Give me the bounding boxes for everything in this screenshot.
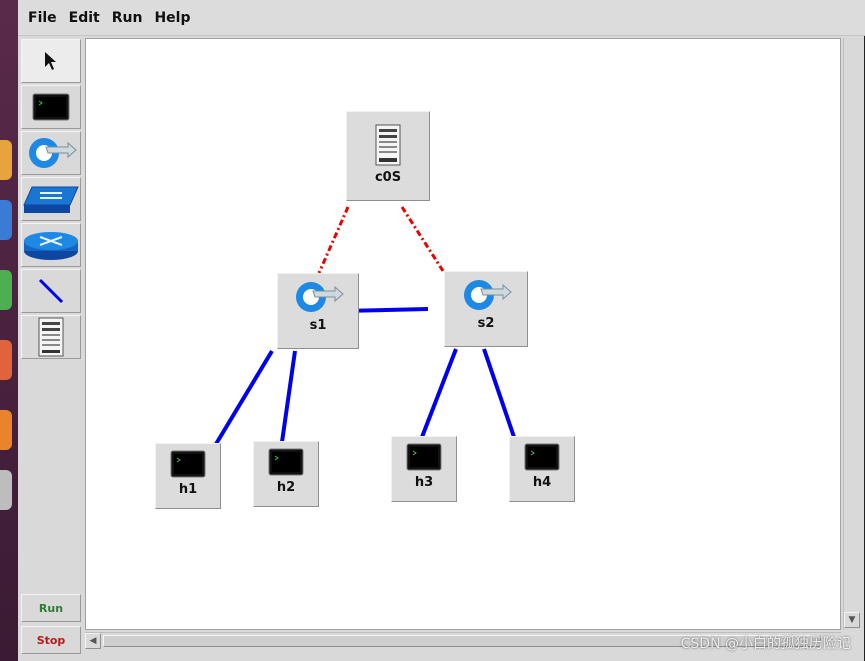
node-label: h4 bbox=[532, 475, 552, 490]
host-node[interactable]: h3 bbox=[391, 436, 457, 502]
tool-palette: Run Stop bbox=[18, 37, 84, 661]
dock-app-icon[interactable] bbox=[0, 470, 12, 510]
terminal-icon bbox=[32, 93, 70, 121]
controller-node[interactable]: c0S bbox=[346, 111, 430, 201]
scroll-down-button[interactable]: ▼ bbox=[844, 612, 860, 628]
run-button[interactable]: Run bbox=[21, 594, 81, 622]
controller-link[interactable] bbox=[317, 206, 350, 274]
menu-bar: File Edit Run Help bbox=[18, 0, 865, 36]
horizontal-scroll-thumb[interactable] bbox=[103, 635, 821, 647]
node-label: h1 bbox=[178, 482, 198, 497]
link-icon bbox=[38, 278, 64, 304]
node-label: s1 bbox=[309, 318, 327, 333]
server-icon bbox=[38, 317, 64, 357]
link-tool-button[interactable] bbox=[21, 269, 81, 313]
openflow-switch-icon bbox=[296, 282, 344, 312]
legacy-switch-tool-button[interactable] bbox=[21, 177, 81, 221]
dock-app-icon[interactable] bbox=[0, 270, 12, 310]
openflow-switch-icon bbox=[464, 280, 512, 310]
switch-node[interactable]: s2 bbox=[444, 271, 528, 347]
menu-help[interactable]: Help bbox=[154, 9, 191, 26]
menu-run[interactable]: Run bbox=[111, 9, 143, 26]
data-link[interactable] bbox=[214, 349, 274, 446]
node-label: c0S bbox=[374, 170, 402, 185]
menu-file[interactable]: File bbox=[28, 9, 57, 26]
terminal-icon bbox=[524, 443, 560, 471]
node-label: h2 bbox=[276, 480, 296, 495]
dock-app-icon[interactable] bbox=[0, 340, 12, 380]
data-link[interactable] bbox=[280, 350, 297, 443]
dock-app-icon[interactable] bbox=[0, 410, 12, 450]
switch-node[interactable]: s1 bbox=[277, 273, 359, 349]
scroll-left-button[interactable]: ◀ bbox=[85, 633, 101, 649]
node-label: h3 bbox=[414, 475, 434, 490]
watermark: CSDN @小白的孤独历险记 bbox=[680, 636, 851, 652]
legacy-switch-icon bbox=[23, 186, 79, 213]
terminal-icon bbox=[406, 443, 442, 471]
node-label: s2 bbox=[477, 316, 495, 331]
select-tool-button[interactable] bbox=[21, 39, 81, 83]
dock-app-icon[interactable] bbox=[0, 200, 12, 240]
host-node[interactable]: h2 bbox=[253, 441, 319, 507]
topology-canvas[interactable]: c0S s1 s2 h1 bbox=[85, 38, 841, 630]
router-tool-button[interactable] bbox=[21, 223, 81, 267]
host-node[interactable]: h1 bbox=[155, 443, 221, 509]
switch-tool-button[interactable] bbox=[21, 131, 81, 175]
terminal-icon bbox=[268, 448, 304, 476]
host-tool-button[interactable] bbox=[21, 85, 81, 129]
stop-button[interactable]: Stop bbox=[21, 626, 81, 654]
miniedit-window: File Edit Run Help bbox=[18, 0, 865, 661]
host-node[interactable]: h4 bbox=[509, 436, 575, 502]
terminal-icon bbox=[170, 450, 206, 478]
controller-tool-button[interactable] bbox=[21, 315, 81, 359]
data-link[interactable] bbox=[420, 348, 458, 438]
vertical-scrollbar[interactable]: ▼ bbox=[843, 38, 861, 630]
data-link[interactable] bbox=[482, 348, 516, 438]
server-icon bbox=[375, 124, 401, 166]
pointer-icon bbox=[45, 52, 56, 70]
stop-label: Stop bbox=[36, 633, 66, 647]
desktop-dock bbox=[0, 0, 18, 661]
horizontal-scrollbar[interactable]: ◀ bbox=[85, 632, 841, 650]
menu-edit[interactable]: Edit bbox=[68, 9, 100, 26]
controller-link[interactable] bbox=[400, 206, 445, 272]
dock-app-icon[interactable] bbox=[0, 140, 12, 180]
run-label: Run bbox=[38, 601, 64, 615]
link-layer bbox=[214, 206, 516, 446]
router-icon bbox=[24, 232, 78, 260]
openflow-switch-icon bbox=[29, 138, 77, 168]
